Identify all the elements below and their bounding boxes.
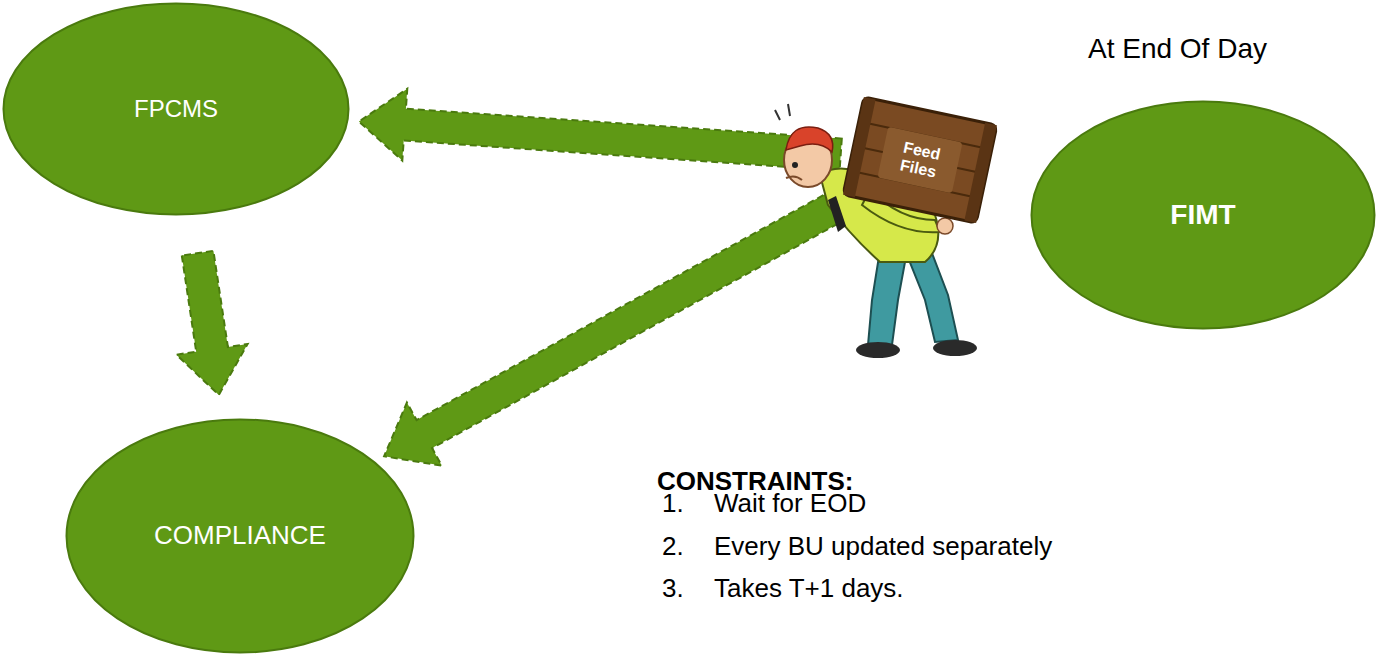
man-hand: [937, 218, 953, 234]
man-shoe: [856, 342, 900, 358]
node-text-group: FIMT: [1170, 199, 1235, 231]
man-eye: [792, 162, 798, 168]
crate-edge: [843, 97, 876, 197]
block-arrow: [384, 190, 848, 466]
note-text: Every BU updated separately: [714, 531, 1052, 562]
system-ellipse: COMPLIANCE: [65, 418, 415, 654]
system-ellipse: FIMT: [1030, 100, 1376, 330]
list-number: 2.: [662, 531, 684, 562]
man-shoe: [933, 340, 977, 356]
sweat-lines: [775, 104, 790, 120]
crate-body: [843, 97, 997, 223]
ellipse-fill: [67, 420, 414, 653]
block-arrow: [176, 251, 247, 395]
ellipse-fill: [4, 4, 349, 215]
node-text-group: COMPLIANCE: [154, 521, 326, 551]
node-label: COMPLIANCE: [154, 521, 326, 551]
block-arrow: [359, 89, 842, 171]
ellipse-fill: [1032, 102, 1375, 329]
system-ellipse: FPCMS: [2, 2, 350, 216]
note-text: Wait for EOD: [714, 488, 866, 519]
list-number: 3.: [662, 573, 684, 604]
node-label: FPCMS: [134, 95, 218, 123]
man-tie: [828, 196, 846, 232]
crate-edge: [964, 123, 997, 223]
man-hair: [786, 127, 833, 152]
crate-label-plate: [877, 127, 962, 194]
node-text-group: FPCMS: [134, 95, 218, 123]
man-mouth: [786, 176, 802, 180]
note-text: Takes T+1 days.: [714, 573, 904, 604]
man-leg: [868, 250, 905, 345]
note-text: At End Of Day: [1088, 33, 1267, 65]
node-label: FIMT: [1170, 199, 1235, 231]
list-number: 1.: [662, 488, 684, 519]
